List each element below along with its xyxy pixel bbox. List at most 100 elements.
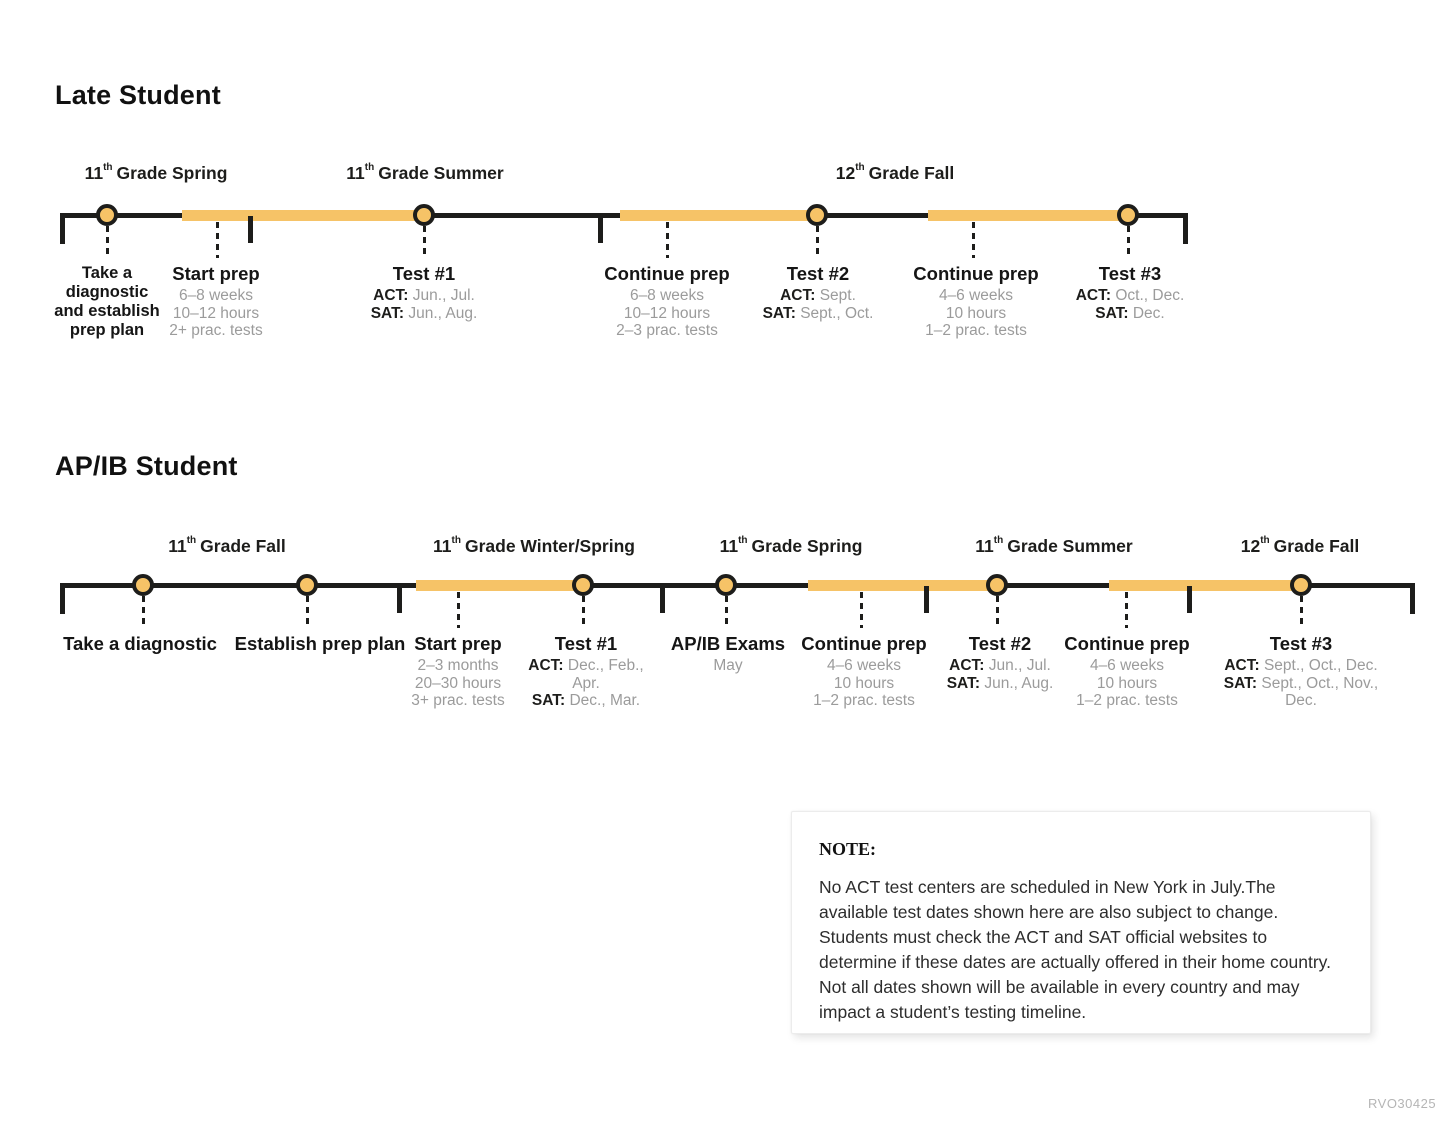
item-title: Continue prep xyxy=(604,263,730,284)
item-label-test3: Test #3 ACT: Oct., Dec. SAT: Dec. xyxy=(1076,264,1185,322)
sat-label: SAT: xyxy=(762,304,796,322)
item-label-test3: Test #3 ACT: Sept., Oct., Dec. SAT: Sept… xyxy=(1215,634,1387,710)
item-label-test2: Test #2 ACT: Jun., Jul. SAT: Jun., Aug. xyxy=(947,634,1054,692)
act-label: ACT: xyxy=(1224,657,1260,674)
leader-dash xyxy=(996,596,999,628)
act-dates: Dec., Feb., Apr. xyxy=(567,657,644,692)
milestone-dot xyxy=(96,204,118,226)
stat-line: 4–6 weeks xyxy=(826,657,902,674)
leader-dash xyxy=(972,222,975,258)
period-ordinal: th xyxy=(451,535,461,546)
stat-line: 2–3 months xyxy=(417,657,499,674)
sat-label: SAT: xyxy=(1095,304,1129,322)
bracket-end-right xyxy=(1410,583,1415,614)
sat-dates: Jun., Aug. xyxy=(408,304,478,322)
stat-line: 1–2 prac. tests xyxy=(1076,692,1178,709)
stat-line: 2–3 prac. tests xyxy=(616,322,718,339)
apib-student-title: AP/IB Student xyxy=(55,451,238,481)
leader-dash xyxy=(816,226,819,258)
leader-dash xyxy=(1125,592,1128,628)
period-ordinal: th xyxy=(364,162,375,173)
period-name: Grade Winter/Spring xyxy=(464,536,635,556)
item-label-start-prep: Start prep 2–3 months 20–30 hours 3+ pra… xyxy=(411,634,504,710)
stat-line: 10–12 hours xyxy=(172,304,260,322)
period-num: 12 xyxy=(835,163,856,183)
period-ordinal: th xyxy=(993,535,1004,546)
period-num: 11 xyxy=(433,536,452,556)
prep-bar xyxy=(1109,580,1301,591)
bracket-end-left xyxy=(60,213,65,244)
act-label: ACT: xyxy=(1075,287,1112,304)
milestone-dot xyxy=(572,574,594,596)
act-dates: Sept., Oct., Dec. xyxy=(1263,657,1378,674)
leader-dash xyxy=(582,596,585,628)
sat-label: SAT: xyxy=(370,304,405,322)
item-label-test2: Test #2 ACT: Sept. SAT: Sept., Oct. xyxy=(763,264,874,322)
item-title: Start prep xyxy=(172,263,260,284)
item-label-continue-prep: Continue prep 6–8 weeks 10–12 hours 2–3 … xyxy=(604,264,729,340)
stat-line: 4–6 weeks xyxy=(938,287,1014,304)
period-name: Grade Spring xyxy=(116,163,228,183)
stat-line: 10 hours xyxy=(1096,674,1158,692)
leader-dash xyxy=(666,222,669,258)
period-name: Grade Spring xyxy=(751,536,863,556)
section-tick xyxy=(397,586,402,613)
item-label-start-prep: Start prep 6–8 weeks 10–12 hours 2+ prac… xyxy=(169,264,262,340)
period-num: 11 xyxy=(168,536,187,556)
item-label-continue-prep: Continue prep 4–6 weeks 10 hours 1–2 pra… xyxy=(801,634,926,710)
prep-bar xyxy=(808,580,997,591)
period-ordinal: th xyxy=(738,535,748,546)
note-card: NOTE: No ACT test centers are scheduled … xyxy=(791,811,1371,1034)
stat-line: May xyxy=(713,657,743,674)
section-tick xyxy=(598,216,603,243)
period-name: Grade Fall xyxy=(200,536,286,556)
item-label-continue-prep: Continue prep 4–6 weeks 10 hours 1–2 pra… xyxy=(1064,634,1189,710)
section-tick xyxy=(1187,586,1192,613)
leader-dash xyxy=(725,596,728,628)
item-title: Test #1 xyxy=(392,263,456,284)
leader-dash xyxy=(457,592,460,628)
item-title: Test #3 xyxy=(1098,263,1162,284)
act-dates: Jun., Jul. xyxy=(412,287,475,304)
prep-bar xyxy=(416,580,583,591)
leader-dash xyxy=(1127,226,1130,258)
item-label-apib-exams: AP/IB Exams May xyxy=(671,634,785,675)
act-label: ACT: xyxy=(373,287,409,304)
item-label-test1: Test #1 ACT: Jun., Jul. SAT: Jun., Aug. xyxy=(371,264,478,322)
leader-dash xyxy=(1300,596,1303,628)
period-num: 11 xyxy=(346,163,365,183)
section-tick xyxy=(660,586,665,613)
stat-line: 20–30 hours xyxy=(414,674,502,692)
milestone-dot xyxy=(296,574,318,596)
item-title: Test #3 xyxy=(1269,633,1333,654)
stat-line: 10–12 hours xyxy=(623,304,711,322)
bracket-end-left xyxy=(60,583,65,614)
leader-dash xyxy=(216,222,219,258)
item-title: Test #2 xyxy=(786,263,850,284)
sat-dates: Dec. xyxy=(1132,304,1165,322)
period-name: Grade Fall xyxy=(1273,536,1360,556)
sat-dates: Sept., Oct., Nov., Dec. xyxy=(1261,674,1379,710)
stat-line: 4–6 weeks xyxy=(1089,657,1165,674)
period-num: 11 xyxy=(719,536,739,556)
section-tick xyxy=(248,216,253,243)
leader-dash xyxy=(306,596,309,628)
item-label-diagnostic: Take a diagnostic xyxy=(63,634,217,653)
item-title: Test #1 xyxy=(554,633,618,654)
milestone-dot xyxy=(413,204,435,226)
item-label-prep-plan: Establish prep plan xyxy=(235,634,406,653)
milestone-dot xyxy=(132,574,154,596)
item-title: Test #2 xyxy=(968,633,1032,654)
milestone-dot xyxy=(1117,204,1139,226)
stat-line: 6–8 weeks xyxy=(629,287,705,304)
act-label: ACT: xyxy=(780,287,816,304)
leader-dash xyxy=(423,226,426,258)
item-label-diagnostic: Take a diagnostic and establish prep pla… xyxy=(54,264,159,340)
milestone-dot xyxy=(986,574,1008,596)
